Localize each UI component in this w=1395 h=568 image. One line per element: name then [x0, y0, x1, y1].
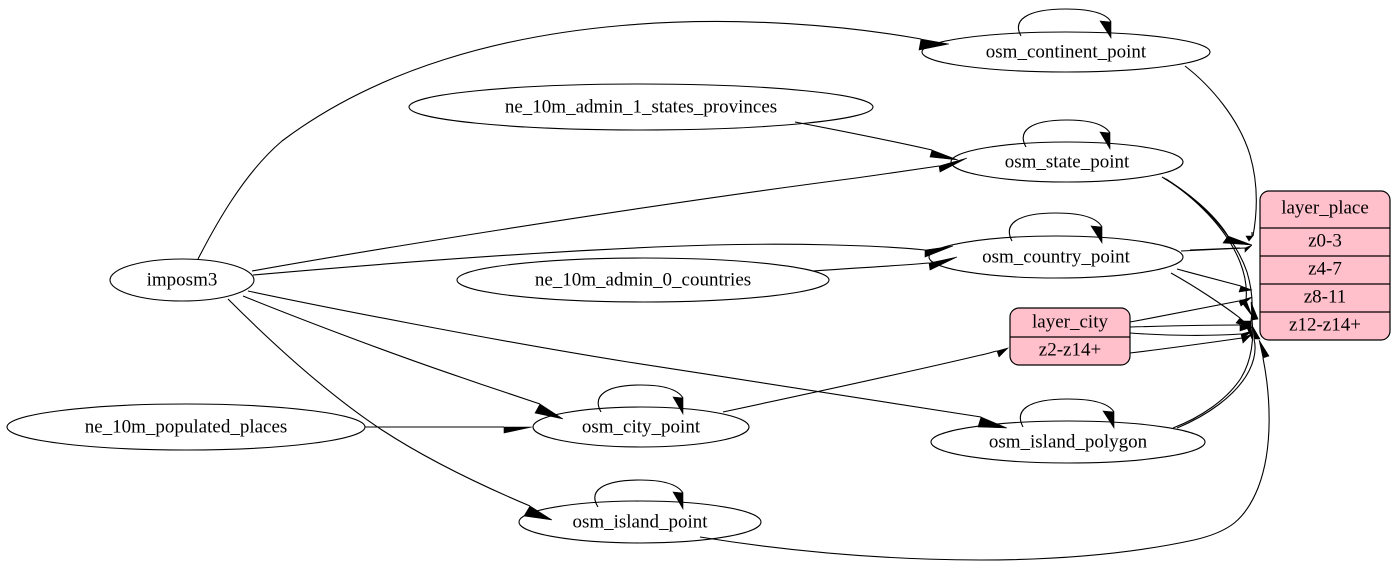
- node-label-ne-populated: ne_10m_populated_places: [85, 416, 288, 437]
- node-osm-island-point[interactable]: osm_island_point: [518, 500, 762, 544]
- node-label-osm-continent-point: osm_continent_point: [986, 41, 1147, 62]
- edge-layer-city-extra-to-layer-place: [1129, 330, 1253, 340]
- edge-self-loop-osm-state-point: [1022, 119, 1111, 151]
- record-row-layer-place-z0-3: z0-3: [1308, 230, 1342, 251]
- record-node-layer-place[interactable]: layer_place z0-3 z4-7 z8-11 z12-z14+: [1259, 190, 1391, 341]
- nodes-layer: imposm3 ne_10m_admin_1_states_provinces …: [6, 31, 1211, 544]
- node-label-imposm3: imposm3: [147, 269, 218, 290]
- record-node-layer-city[interactable]: layer_city z2-z14+: [1009, 307, 1131, 366]
- edge-osm-country-point-to-layer-place-z8-11: [1176, 268, 1253, 293]
- edge-osm-island-point-to-layer-place-z12-z14: [699, 339, 1270, 561]
- edge-self-loop-osm-continent-point: [1018, 8, 1112, 40]
- edge-self-loop-osm-island-point: [594, 479, 684, 511]
- edge-imposm3-to-osm-state-point: [251, 157, 968, 272]
- edge-imposm3-to-osm-island-point: [227, 298, 553, 521]
- node-label-ne-states: ne_10m_admin_1_states_provinces: [505, 96, 777, 117]
- record-row-layer-city-z2-z14: z2-z14+: [1039, 339, 1101, 360]
- node-osm-island-polygon[interactable]: osm_island_polygon: [930, 420, 1206, 464]
- edge-osm-island-polygon-to-layer-place-z8-11: [1172, 301, 1259, 429]
- edges-layer: [197, 8, 1270, 561]
- edge-imposm3-to-osm-city-point: [242, 295, 564, 420]
- edge-ne-countries-to-osm-country-point: [812, 256, 958, 272]
- edge-osm-island-polygon-to-layer-place-z12-z14: [1176, 326, 1261, 429]
- record-title-layer-city: layer_city: [1032, 311, 1108, 332]
- edge-layer-city-to-layer-place-z8-11: [1129, 296, 1253, 323]
- node-osm-country-point[interactable]: osm_country_point: [928, 235, 1184, 279]
- edge-self-loop-osm-city-point: [597, 384, 684, 416]
- node-label-osm-country-point: osm_country_point: [982, 246, 1130, 267]
- edge-layer-city-bottom-to-layer-place: [1129, 333, 1253, 354]
- node-ne-10m-populated-places[interactable]: ne_10m_populated_places: [6, 403, 366, 451]
- edge-osm-continent-point-to-layer-place-z0-3: [1184, 65, 1257, 242]
- edge-osm-city-point-to-layer-city: [722, 347, 1010, 413]
- edge-imposm3-to-osm-continent-point: [197, 20, 950, 260]
- record-nodes-layer: layer_place z0-3 z4-7 z8-11 z12-z14+ lay…: [1009, 190, 1391, 366]
- record-row-layer-place-z8-11: z8-11: [1304, 286, 1347, 307]
- node-osm-state-point[interactable]: osm_state_point: [950, 141, 1184, 183]
- node-ne-10m-admin-1-states-provinces[interactable]: ne_10m_admin_1_states_provinces: [408, 83, 874, 131]
- node-label-osm-city-point: osm_city_point: [582, 416, 701, 437]
- node-label-osm-state-point: osm_state_point: [1005, 151, 1130, 172]
- edge-self-loop-osm-country-point: [1008, 212, 1103, 245]
- record-title-layer-place: layer_place: [1281, 197, 1369, 218]
- node-osm-continent-point[interactable]: osm_continent_point: [921, 31, 1211, 73]
- edge-osm-state-point-to-layer-place-z4-7: [1161, 176, 1253, 246]
- node-imposm3[interactable]: imposm3: [109, 258, 255, 302]
- edge-imposm3-to-osm-country-point: [252, 243, 954, 276]
- edge-ne-states-to-osm-state-point: [794, 121, 959, 161]
- node-label-ne-countries: ne_10m_admin_0_countries: [535, 269, 751, 290]
- edge-ne-populated-to-osm-city-point: [365, 426, 533, 434]
- node-ne-10m-admin-0-countries[interactable]: ne_10m_admin_0_countries: [456, 257, 830, 303]
- record-row-layer-place-z12-z14: z12-z14+: [1289, 314, 1361, 335]
- node-label-osm-island-point: osm_island_point: [572, 511, 708, 532]
- edge-self-loop-osm-island-polygon: [1019, 398, 1115, 430]
- edge-layer-city-to-layer-place-z12-z14: [1129, 324, 1253, 332]
- node-label-osm-island-polygon: osm_island_polygon: [989, 431, 1148, 452]
- record-row-layer-place-z4-7: z4-7: [1308, 258, 1342, 279]
- edge-osm-country-point-to-layer-place-z4-7: [1180, 244, 1253, 253]
- node-osm-city-point[interactable]: osm_city_point: [532, 406, 750, 448]
